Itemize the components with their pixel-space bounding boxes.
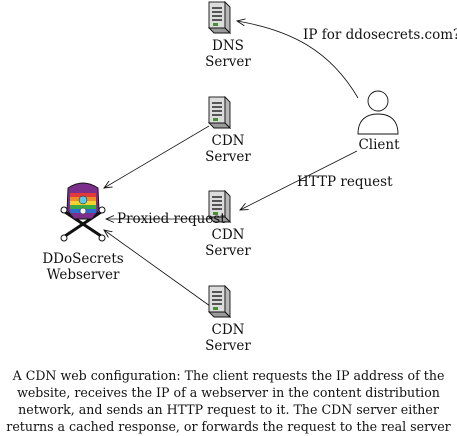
cdn-bottom-label-line1: CDN [212, 322, 245, 338]
cdn-top-label-line1: CDN [212, 133, 245, 149]
server-icon [208, 285, 231, 318]
cdn-bottom-to-webserver-arrow [104, 230, 211, 307]
dns-server-label-line2: Server [205, 54, 251, 70]
dns-server-node: DNS Server [205, 1, 251, 70]
ddosecrets-logo-icon [60, 182, 106, 242]
cdn-diagram: DNS Server CDN Server CDN Server CDN Ser… [42, 1, 457, 354]
client-label: Client [358, 137, 400, 153]
webserver-label-line2: Webserver [47, 267, 120, 283]
http-request-arrow [240, 150, 358, 210]
cdn-top-to-webserver-arrow [104, 125, 210, 188]
client-node: Client [357, 90, 400, 153]
figure-caption: A CDN web configuration: The client requ… [6, 368, 451, 434]
webserver-label-line1: DDoSecrets [42, 251, 123, 267]
dns-query-label: IP for ddosecrets.com? [303, 27, 457, 43]
cdn-top-label-line2: Server [205, 149, 251, 165]
cdn-server-top-node: CDN Server [205, 96, 251, 165]
cdn-server-bottom-node: CDN Server [205, 285, 251, 354]
dns-server-label-line1: DNS [212, 38, 244, 54]
cdn-bottom-label-line2: Server [205, 338, 251, 354]
webserver-node: DDoSecrets Webserver [42, 182, 124, 283]
user-icon [357, 90, 399, 135]
server-icon [208, 1, 231, 34]
cdn-middle-label-line1: CDN [212, 227, 245, 243]
http-request-label: HTTP request [297, 174, 393, 190]
proxied-request-label: Proxied request [117, 211, 226, 227]
server-icon [208, 96, 231, 129]
cdn-server-middle-node: CDN Server [205, 190, 251, 259]
cdn-middle-label-line2: Server [205, 243, 251, 259]
dns-query-arrow [237, 21, 359, 99]
